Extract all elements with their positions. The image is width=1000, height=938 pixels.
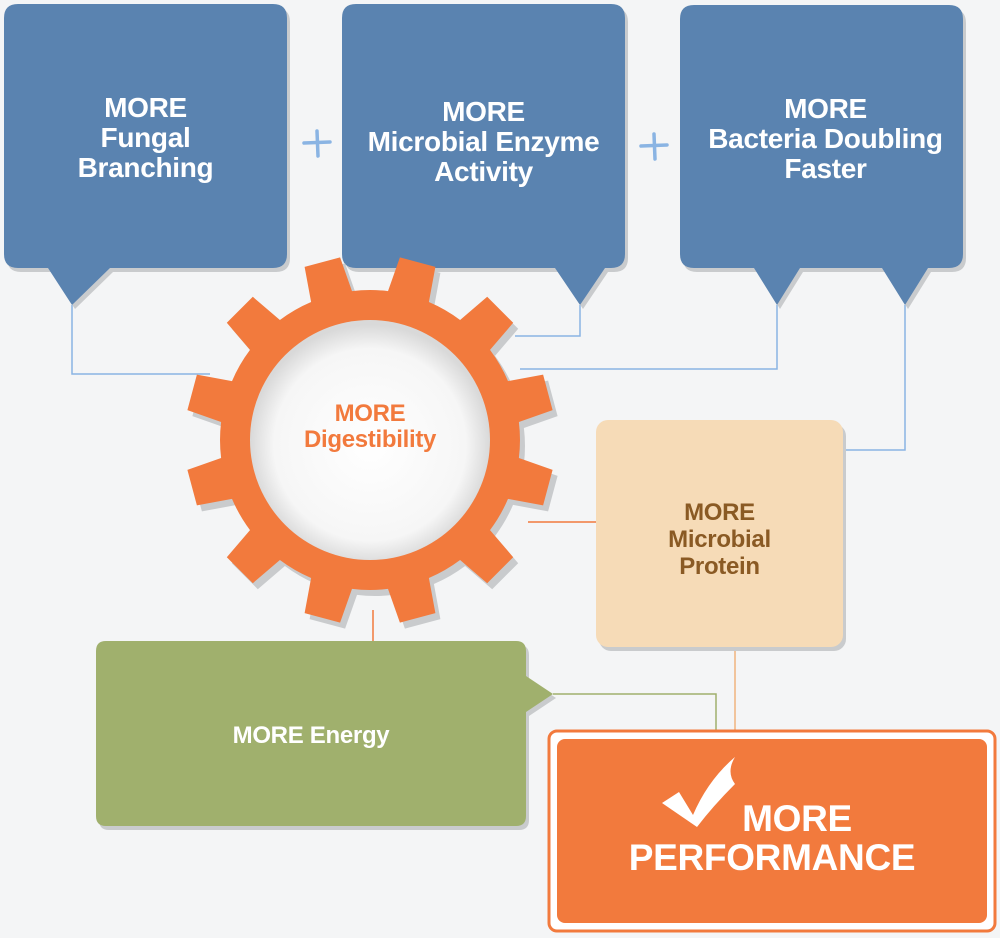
label-more-performance: MORE PERFORMANCE <box>557 798 987 878</box>
plus-icon <box>639 132 669 161</box>
checkmark-icon <box>662 757 735 827</box>
connector-bacteria-left-to-gear <box>520 305 778 370</box>
label-line: PERFORMANCE <box>628 836 916 878</box>
plus-icon <box>302 129 332 158</box>
label-more-energy: MORE Energy <box>96 723 526 749</box>
connector-energy-to-performance <box>553 693 717 740</box>
box-more-performance <box>547 729 997 933</box>
label-more: MORE <box>104 92 187 123</box>
label-more-digestibility: MORE Digestibility <box>270 401 470 453</box>
label-line: Faster <box>784 153 867 185</box>
box-microbial-protein <box>596 420 846 651</box>
label-more: MORE <box>442 96 525 127</box>
box-more-energy <box>96 641 556 830</box>
label-line: Digestibility <box>303 425 437 453</box>
connector-fungal-to-gear <box>71 305 210 375</box>
label-line: Fungal <box>100 122 191 154</box>
label-line: Microbial Enzyme <box>367 126 600 158</box>
label-more: MORE <box>334 400 406 427</box>
label-more: MORE <box>742 798 852 839</box>
label-more-microbial-protein: MORE Microbial Protein <box>596 499 843 581</box>
label-more: MORE <box>684 499 755 526</box>
label-bacteria-doubling-faster: MORE Bacteria Doubling Faster <box>684 93 967 185</box>
gear-digestibility <box>187 257 558 629</box>
label-line: Branching <box>77 152 214 184</box>
box-bacteria-doubling-faster <box>680 5 966 309</box>
label-fungal-branching: MORE Fungal Branching <box>4 92 287 184</box>
label-microbial-enzyme-activity: MORE Microbial Enzyme Activity <box>342 96 625 188</box>
gear-center-circle <box>250 320 490 560</box>
box-microbial-enzyme-activity <box>342 4 628 309</box>
connector-bacteria-right-to-protein <box>843 305 906 451</box>
label-line: Activity <box>434 156 533 188</box>
label-line: Protein <box>679 552 760 580</box>
box-fungal-branching <box>4 4 290 309</box>
label-line: Bacteria Doubling <box>708 123 943 155</box>
label-line: MORE Energy <box>232 722 390 749</box>
label-line: Microbial <box>668 525 771 553</box>
connector-enzyme-to-gear <box>515 305 581 337</box>
label-more: MORE <box>784 93 867 124</box>
